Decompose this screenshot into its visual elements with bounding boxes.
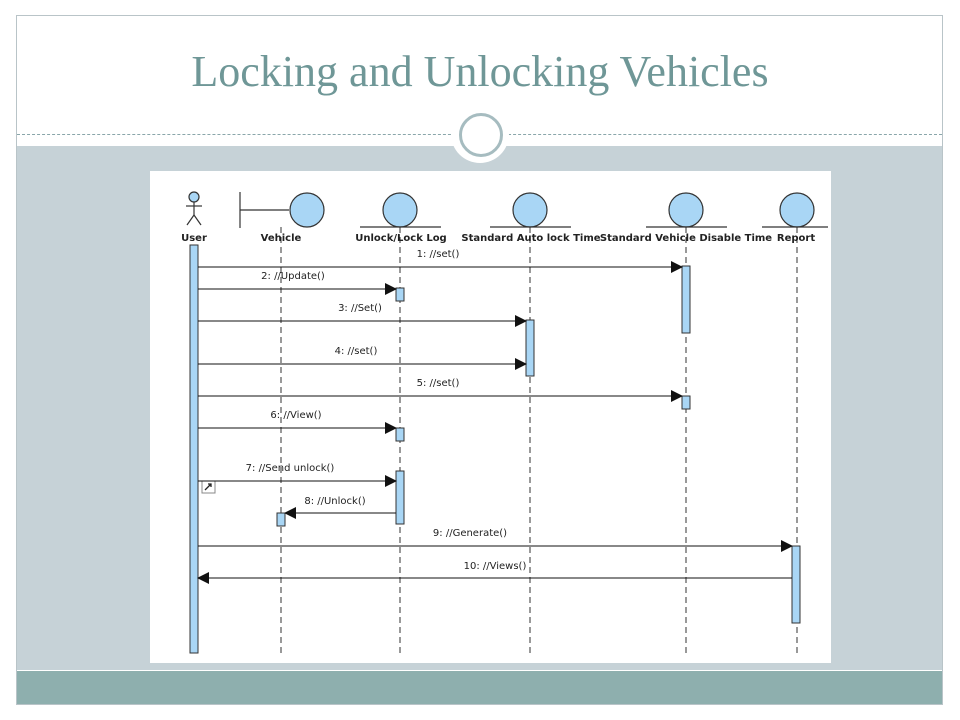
- entity-log-icon: [360, 192, 441, 228]
- message-label-1: 1: //set(): [417, 249, 460, 260]
- participant-label-user: User: [181, 233, 207, 244]
- sequence-diagram-svg: User Vehicle Unlock/Lock Log Standard Au…: [181, 191, 828, 654]
- participant-label-report: Report: [777, 233, 815, 244]
- actor-user-icon: [186, 191, 202, 226]
- message-label-3: 3: //Set(): [338, 303, 382, 314]
- ring-icon: [459, 113, 503, 157]
- activation-log-2: [395, 287, 405, 302]
- activation-log-7: [395, 470, 405, 525]
- boundary-vehicle-icon: [239, 192, 325, 228]
- message-label-8: 8: //Unlock(): [304, 496, 365, 507]
- message-label-2: 2: //Update(): [261, 271, 325, 282]
- activation-disable-1: [681, 265, 691, 334]
- participant-label-disable: Standard Vehicle Disable Time: [600, 233, 772, 244]
- activation-disable-5: [681, 395, 691, 410]
- message-label-10: 10: //Views(): [464, 561, 527, 572]
- activation-user: [189, 244, 199, 654]
- activation-report: [791, 545, 801, 624]
- sequence-diagram: User Vehicle Unlock/Lock Log Standard Au…: [150, 171, 831, 663]
- entity-report-icon: [762, 192, 828, 228]
- message-label-7: 7: //Send unlock(): [246, 463, 335, 474]
- activation-autolock: [525, 319, 535, 377]
- participant-label-log: Unlock/Lock Log: [355, 233, 446, 244]
- message-label-5: 5: //set(): [417, 378, 460, 389]
- message-label-4: 4: //set(): [335, 346, 378, 357]
- activation-vehicle-8: [276, 512, 286, 527]
- footer-band: [17, 671, 942, 704]
- participant-label-autolock: Standard Auto lock Time: [461, 233, 600, 244]
- slide-title: Locking and Unlocking Vehicles: [191, 47, 769, 96]
- note-link-icon: [201, 480, 216, 494]
- activation-log-6: [395, 427, 405, 442]
- message-label-9: 9: //Generate(): [433, 528, 507, 539]
- message-label-6: 6: //View(): [270, 410, 321, 421]
- entity-autolock-icon: [490, 192, 571, 228]
- entity-disable-icon: [646, 192, 727, 228]
- participant-label-vehicle: Vehicle: [261, 233, 302, 244]
